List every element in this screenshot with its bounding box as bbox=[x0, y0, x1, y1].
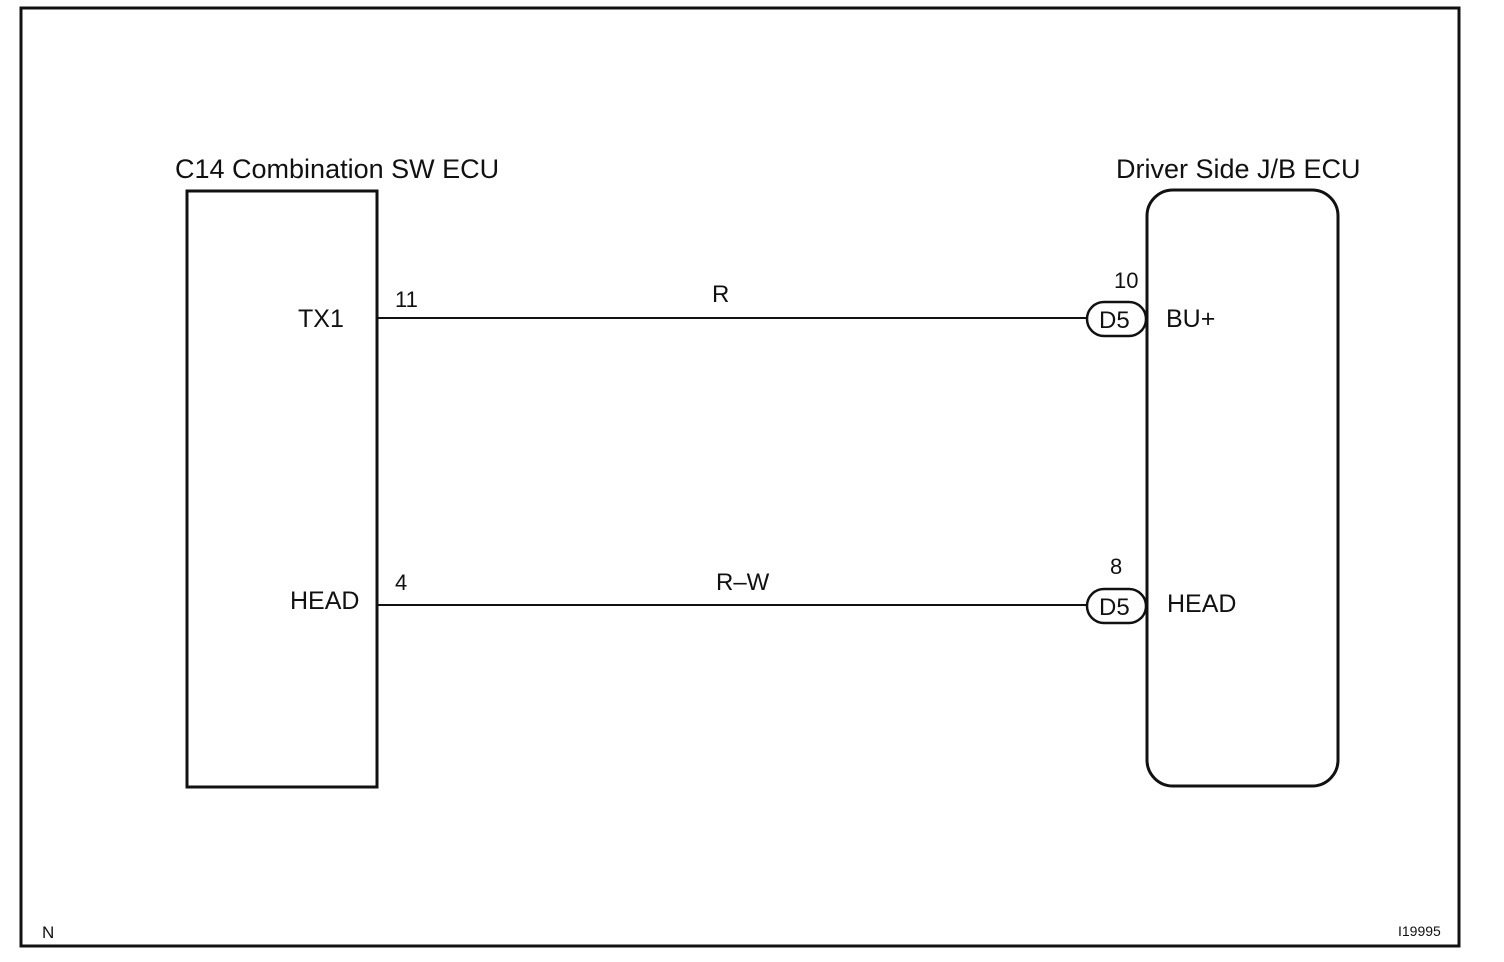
right-ecu-title: Driver Side J/B ECU bbox=[1116, 154, 1361, 184]
wire-2-color: R–W bbox=[716, 569, 770, 596]
corner-label-left: N bbox=[42, 923, 54, 942]
left-terminal-name-2: HEAD bbox=[290, 587, 359, 615]
diagram-frame bbox=[19, 6, 1461, 948]
connector-pill-1 bbox=[1085, 300, 1148, 338]
left-terminal-pin-2: 4 bbox=[395, 570, 407, 595]
right-terminal-pin-2: 8 bbox=[1110, 554, 1122, 579]
right-ecu-box bbox=[1145, 188, 1340, 788]
connector-code-1: D5 bbox=[1099, 307, 1130, 334]
right-terminal-name-1: BU+ bbox=[1166, 305, 1215, 333]
left-ecu-title: C14 Combination SW ECU bbox=[175, 154, 499, 184]
connector-code-2: D5 bbox=[1099, 594, 1130, 621]
left-terminal-name-1: TX1 bbox=[298, 305, 344, 333]
corner-label-right: I19995 bbox=[1398, 923, 1441, 939]
wire-1-color: R bbox=[712, 281, 729, 308]
left-ecu-box bbox=[185, 189, 379, 789]
left-terminal-pin-1: 11 bbox=[395, 287, 418, 312]
connector-pill-2 bbox=[1085, 587, 1148, 625]
right-terminal-name-2: HEAD bbox=[1167, 590, 1236, 618]
right-terminal-pin-1: 10 bbox=[1114, 268, 1138, 293]
